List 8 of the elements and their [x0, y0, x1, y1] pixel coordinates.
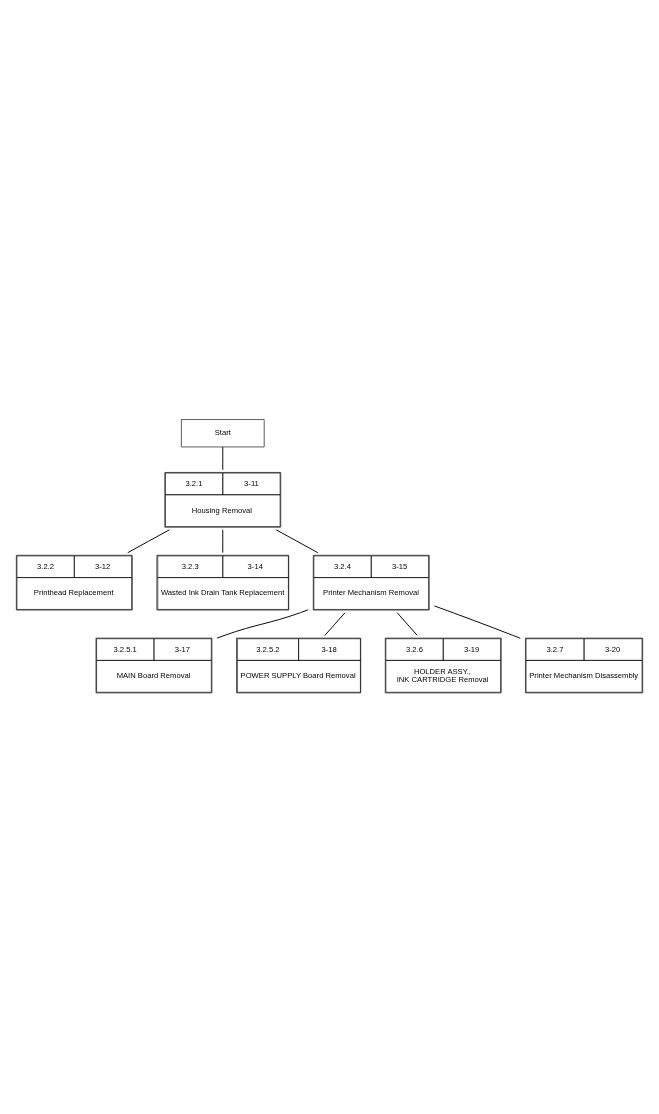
connector: [222, 446, 224, 470]
connector: [222, 528, 224, 553]
connector: [324, 611, 346, 636]
connector: [396, 611, 418, 636]
connector: [433, 604, 521, 639]
connector: [275, 528, 319, 553]
connector: [127, 528, 170, 553]
connector: [216, 608, 309, 639]
